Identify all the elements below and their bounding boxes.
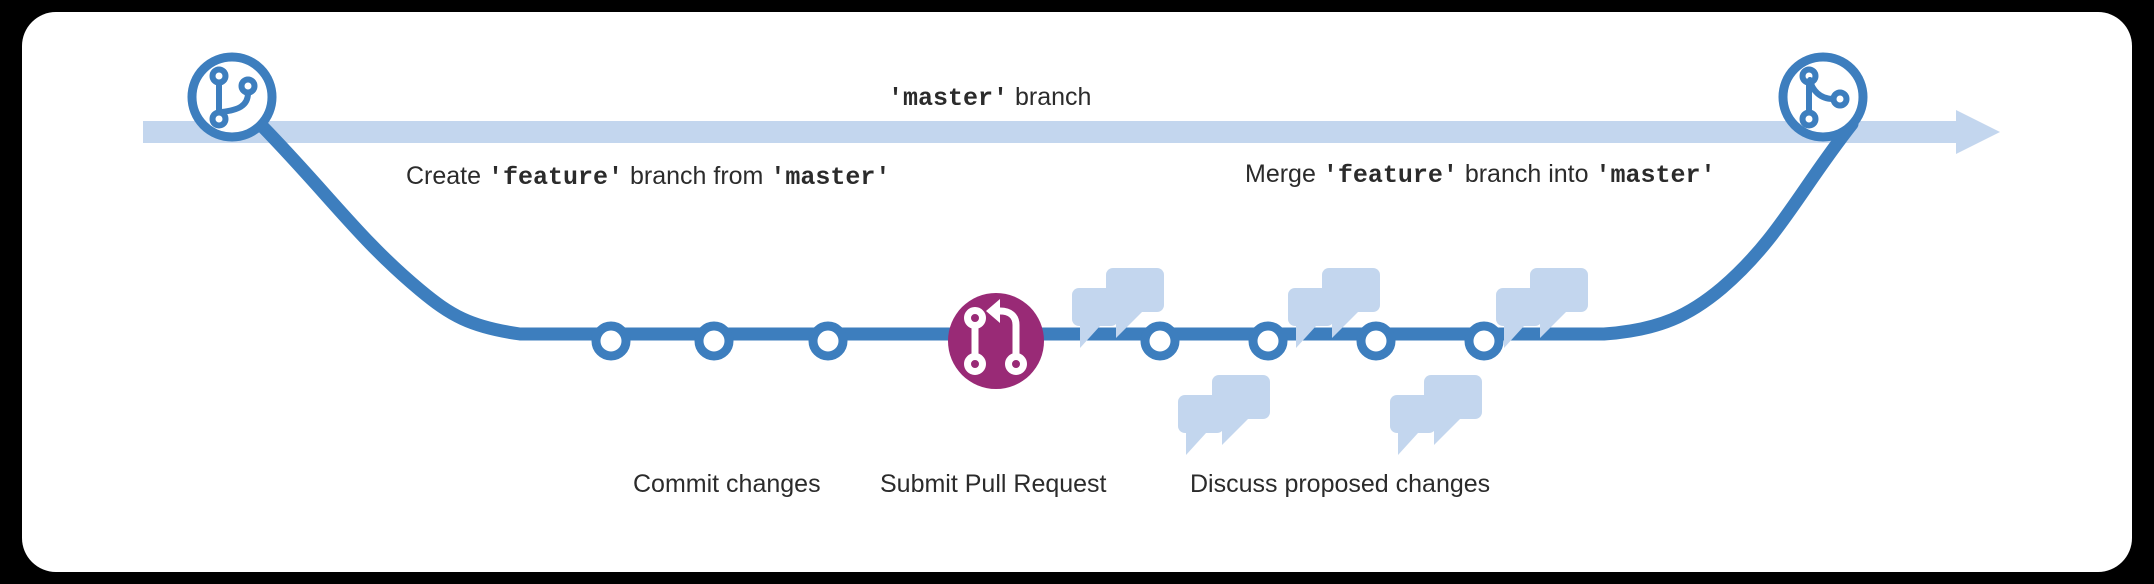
merge-node[interactable] bbox=[1778, 52, 1868, 142]
merge-master-code: 'master' bbox=[1595, 161, 1716, 190]
comment-bubbles-above-3 bbox=[1496, 268, 1588, 348]
commit-node[interactable] bbox=[1464, 321, 1504, 361]
right-arrow-icon bbox=[1956, 110, 2000, 154]
create-feature-code: 'feature' bbox=[488, 163, 624, 192]
commit-node[interactable] bbox=[694, 321, 734, 361]
master-code-top: 'master' bbox=[888, 84, 1009, 113]
comment-bubbles-below-2 bbox=[1390, 375, 1482, 455]
merge-middle: branch into bbox=[1464, 160, 1589, 188]
merge-feature-code: 'feature' bbox=[1322, 161, 1458, 190]
commit-changes-label: Commit changes bbox=[633, 470, 821, 498]
master-branch-line bbox=[143, 110, 2000, 154]
commit-node[interactable] bbox=[591, 321, 631, 361]
feature-branch-line bbox=[255, 117, 1859, 341]
comment-bubbles-above-2 bbox=[1288, 268, 1380, 348]
master-branch-word: branch bbox=[1014, 83, 1092, 111]
commit-node[interactable] bbox=[1248, 321, 1288, 361]
git-branch-icon bbox=[209, 66, 258, 129]
master-branch-label: 'master' branch bbox=[888, 83, 1091, 113]
comment-bubbles-below-1 bbox=[1178, 375, 1270, 455]
discuss-changes-label: Discuss proposed changes bbox=[1190, 470, 1491, 498]
branch-node[interactable] bbox=[187, 52, 277, 142]
create-master-code: 'master' bbox=[770, 163, 891, 192]
merge-prefix: Merge bbox=[1245, 160, 1316, 188]
create-prefix: Create bbox=[406, 162, 482, 190]
commit-node[interactable] bbox=[1356, 321, 1396, 361]
git-merge-icon bbox=[1799, 66, 1850, 129]
create-middle: branch from bbox=[629, 162, 764, 190]
commit-node[interactable] bbox=[1140, 321, 1180, 361]
submit-pull-request-label: Submit Pull Request bbox=[880, 470, 1107, 498]
commit-node[interactable] bbox=[808, 321, 848, 361]
create-branch-label: Create 'feature' branch from 'master' bbox=[406, 162, 890, 192]
merge-branch-label: Merge 'feature' branch into 'master' bbox=[1245, 160, 1716, 190]
git-pull-request-icon bbox=[964, 299, 1027, 375]
comment-bubbles-above-1 bbox=[1072, 268, 1164, 348]
pull-request-node[interactable] bbox=[948, 293, 1044, 389]
